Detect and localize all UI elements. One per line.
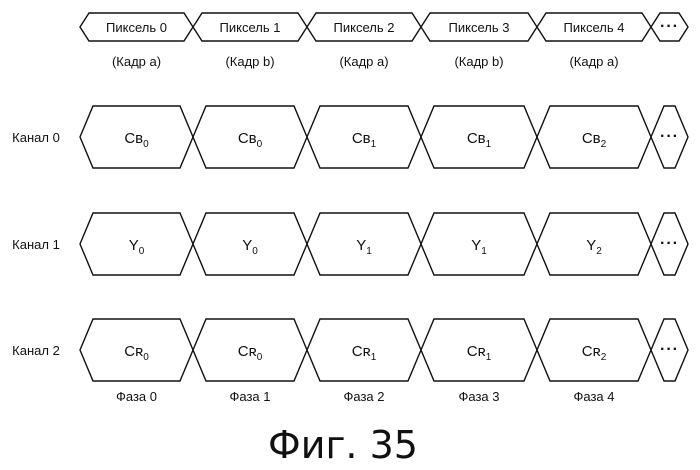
pixel-header-row: Пиксель 0 Пиксель 1 Пиксель 2 Пиксель 3 Пикс… — [80, 13, 688, 41]
channel-row-0: Канал 0Cʙ0Cʙ0Cʙ1Cʙ1Cʙ2··· — [12, 106, 688, 168]
ellipsis-glyph: ··· — [660, 235, 679, 252]
pixel-label: Пиксель 4 — [564, 20, 625, 35]
frame-label: (Кадр a) — [112, 54, 161, 69]
phase-label: Фаза 3 — [459, 389, 500, 404]
ellipsis-glyph: ··· — [660, 341, 679, 358]
phase-label: Фаза 0 — [116, 389, 157, 404]
frame-label-row: (Кадр a) (Кадр b) (Кадр a) (Кадр b) (Кадр a) — [112, 54, 619, 69]
channel-label: Канал 0 — [12, 130, 60, 145]
channel-label: Канал 1 — [12, 237, 60, 252]
channel-row-2: Канал 2Cʀ0Cʀ0Cʀ1Cʀ1Cʀ2··· — [12, 319, 688, 381]
ellipsis-glyph: ··· — [660, 128, 679, 145]
channel-row-1: Канал 1Y0Y0Y1Y1Y2··· — [12, 213, 688, 275]
figure-caption: Фиг. 35 — [268, 423, 418, 467]
channel-rows: Канал 0Cʙ0Cʙ0Cʙ1Cʙ1Cʙ2··· Канал 1Y0Y0Y1Y1… — [12, 106, 688, 381]
pixel-label: Пиксель 1 — [220, 20, 281, 35]
phase-label: Фаза 1 — [230, 389, 271, 404]
pixel-label: Пиксель 3 — [449, 20, 510, 35]
ellipsis-glyph: ··· — [660, 18, 679, 35]
pixel-label: Пиксель 2 — [334, 20, 395, 35]
frame-label: (Кадр b) — [454, 54, 503, 69]
frame-label: (Кадр a) — [569, 54, 618, 69]
frame-label: (Кадр b) — [225, 54, 274, 69]
channel-label: Канал 2 — [12, 343, 60, 358]
phase-label-row: Фаза 0 Фаза 1 Фаза 2 Фаза 3 Фаза 4 — [116, 389, 615, 404]
frame-label: (Кадр a) — [339, 54, 388, 69]
pixel-label: Пиксель 0 — [106, 20, 167, 35]
phase-label: Фаза 2 — [344, 389, 385, 404]
phase-label: Фаза 4 — [574, 389, 615, 404]
